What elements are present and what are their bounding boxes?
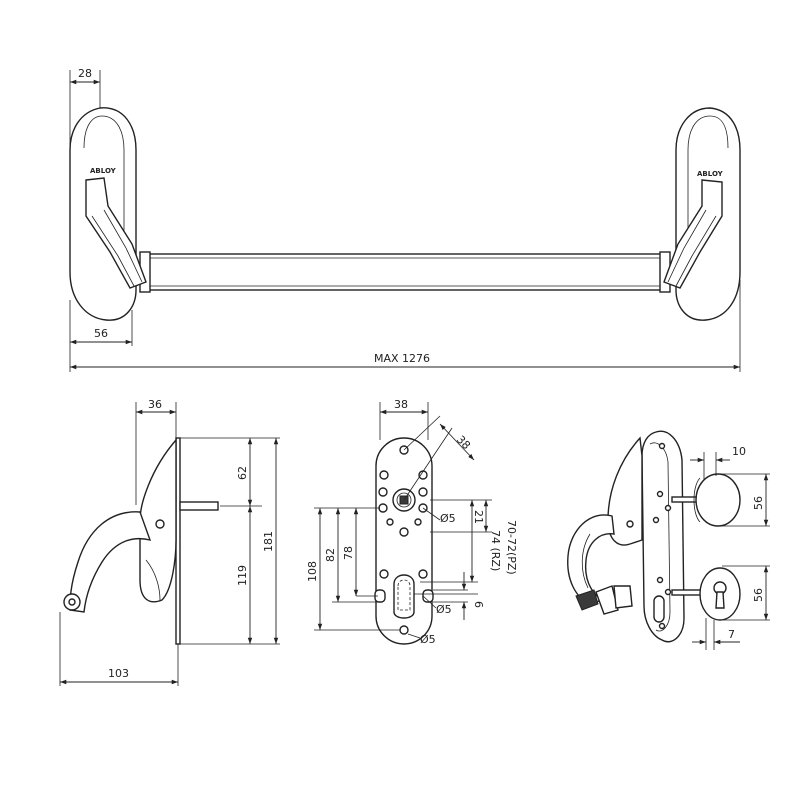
push-bar-tube: [144, 253, 666, 291]
dim-103: 103: [108, 667, 129, 680]
dim-iso-7: 7: [728, 628, 735, 641]
dim-hole-bottom: Ø5: [420, 633, 436, 646]
brand-logo-right: ABLOY: [697, 170, 724, 178]
dim-181: 181: [262, 531, 275, 552]
back-plate-view: 38 38 Ø5 21 108 82 78 70-72(PZ) 74 (RZ): [306, 398, 518, 646]
dim-62: 62: [236, 466, 249, 480]
dim-21: 21: [472, 510, 485, 524]
dim-78: 78: [342, 546, 355, 560]
left-end-housing: ABLOY: [69, 107, 147, 321]
dim-6: 6: [472, 601, 485, 608]
dim-108: 108: [306, 561, 319, 582]
dim-36: 36: [148, 398, 162, 411]
dim-56: 56: [94, 327, 108, 340]
dim-pz: 70-72(PZ): [505, 520, 518, 575]
dim-119: 119: [236, 565, 249, 586]
dim-plate-38: 38: [394, 398, 408, 411]
dim-28: 28: [78, 67, 92, 80]
panic-bar-front-view: ABLOY ABLOY 28 56 MAX 1276: [69, 67, 741, 372]
isometric-view: 10 56 56 7: [567, 430, 770, 650]
brand-logo: ABLOY: [90, 167, 117, 175]
dim-82: 82: [324, 548, 337, 562]
dim-max-length: MAX 1276: [374, 352, 430, 365]
dim-iso-10: 10: [732, 445, 746, 458]
dim-iso-56-top: 56: [752, 496, 765, 510]
side-view: 36 62 119 181 103: [59, 398, 280, 686]
dim-iso-56-bottom: 56: [752, 588, 765, 602]
dim-hole-top: Ø5: [440, 512, 456, 525]
dim-rz: 74 (RZ): [489, 530, 502, 571]
right-end-housing: ABLOY: [663, 107, 741, 321]
dim-hole-mid: Ø5: [436, 603, 452, 616]
dim-plate-diag: 38: [454, 433, 473, 452]
